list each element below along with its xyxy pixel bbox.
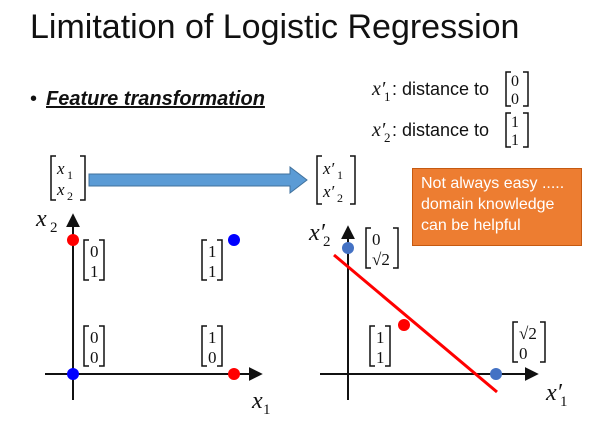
from-row1-sub: 1 — [67, 168, 73, 182]
callout-line-2: domain knowledge — [421, 196, 555, 213]
right-label-2-bracket-right — [540, 321, 546, 363]
left-point-2 — [228, 368, 240, 380]
right-label-0-bottom: √2 — [372, 250, 390, 269]
right-point-0 — [342, 242, 354, 254]
to-row2-symbol: x′ — [322, 182, 335, 201]
left-label-3-bracket-left — [201, 239, 207, 281]
left-label-1-top: 0 — [90, 242, 99, 261]
bullet-dot: • — [30, 88, 38, 110]
left-label-0-top: 0 — [90, 328, 99, 347]
slide-title: Limitation of Logistic Regression — [30, 8, 520, 46]
right-label-0-top: 0 — [372, 230, 381, 249]
callout-line-3: can be helpful — [421, 217, 521, 234]
left-label-2-bracket-left — [201, 325, 207, 367]
right-label-0-bracket-right — [393, 227, 399, 269]
def1-vec-bottom: 0 — [511, 91, 519, 108]
left-label-2-bottom: 0 — [208, 348, 217, 367]
left-label-0-bracket-right — [99, 325, 105, 367]
def1-vec-top: 0 — [511, 73, 519, 90]
from-bracket-left — [50, 155, 56, 201]
to-row1-symbol: x′ — [322, 159, 335, 178]
def2-text: : distance to — [392, 120, 489, 140]
left-label-3-bracket-right — [217, 239, 223, 281]
right-label-2-bracket-left — [512, 321, 518, 363]
right-ylabel-symbol: x′ — [308, 220, 326, 246]
right-label-2-bottom: 0 — [519, 344, 528, 363]
to-bracket-right — [350, 155, 356, 205]
left-label-1-bracket-right — [99, 239, 105, 281]
def1-bracket-right — [523, 71, 529, 107]
right-label-0-bracket-left — [365, 227, 371, 269]
from-row2-sub: 2 — [67, 189, 73, 203]
left-point-1 — [67, 234, 79, 246]
vector-from: x 1 x 2 — [50, 155, 86, 203]
definition-x2: x′ 2 : distance to 1 1 — [371, 112, 529, 149]
decision-boundary-line — [333, 253, 498, 394]
left-point-label-0: 00 — [83, 325, 105, 367]
left-ylabel-sub: 2 — [50, 220, 58, 236]
left-point-label-2: 10 — [201, 325, 223, 367]
callout-line-1: Not always easy ..... — [421, 175, 565, 192]
left-label-0-bottom: 0 — [90, 348, 99, 367]
right-xlabel-sub: 1 — [560, 394, 568, 410]
left-point-label-1: 01 — [83, 239, 105, 281]
def1-bracket-left — [505, 71, 511, 107]
left-label-2-bracket-right — [217, 325, 223, 367]
def2-bracket-left — [505, 112, 511, 148]
right-label-1-top: 1 — [376, 328, 385, 347]
right-label-1-bottom: 1 — [376, 348, 385, 367]
right-point-2 — [490, 368, 502, 380]
bullet-feature-transformation: • Feature transformation — [30, 88, 265, 111]
right-label-1-bracket-right — [385, 325, 391, 367]
vector-to: x′ 1 x′ 2 — [316, 155, 356, 205]
def2-vec-top: 1 — [511, 114, 519, 131]
from-row2-symbol: x — [56, 180, 65, 199]
def1-subscript: 1 — [384, 89, 391, 104]
def2-bracket-right — [523, 112, 529, 148]
def2-symbol: x′ — [371, 119, 386, 141]
right-xlabel-symbol: x′ — [545, 380, 563, 406]
right-point-label-0: 0√2 — [365, 227, 399, 269]
left-label-3-top: 1 — [208, 242, 217, 261]
right-plot: x′ 2 x′ 1 0√211√20 — [308, 220, 568, 410]
bullet-text: Feature transformation — [46, 88, 265, 110]
left-ylabel-symbol: x — [35, 206, 47, 232]
def1-text: : distance to — [392, 79, 489, 99]
from-row1-symbol: x — [56, 159, 65, 178]
left-point-3 — [228, 234, 240, 246]
left-point-0 — [67, 368, 79, 380]
left-label-3-bottom: 1 — [208, 262, 217, 281]
left-xlabel-symbol: x — [251, 388, 263, 414]
to-bracket-left — [316, 155, 322, 205]
from-bracket-right — [80, 155, 86, 201]
def2-vec-bottom: 1 — [511, 132, 519, 149]
to-row2-sub: 2 — [337, 191, 343, 205]
to-row1-sub: 1 — [337, 168, 343, 182]
right-label-2-top: √2 — [519, 324, 537, 343]
right-point-label-2: √20 — [512, 321, 546, 363]
right-label-1-bracket-left — [369, 325, 375, 367]
def2-subscript: 2 — [384, 130, 391, 145]
left-label-1-bottom: 1 — [90, 262, 99, 281]
left-label-0-bracket-left — [83, 325, 89, 367]
right-ylabel-sub: 2 — [323, 234, 331, 250]
left-label-1-bracket-left — [83, 239, 89, 281]
right-point-1 — [398, 319, 410, 331]
left-point-label-3: 11 — [201, 239, 223, 281]
right-point-label-1: 11 — [369, 325, 391, 367]
def1-symbol: x′ — [371, 78, 386, 100]
left-xlabel-sub: 1 — [263, 402, 271, 418]
left-label-2-top: 1 — [208, 328, 217, 347]
transform-arrow — [88, 165, 308, 195]
callout-box: Not always easy ..... domain knowledge c… — [412, 168, 582, 246]
definition-x1: x′ 1 : distance to 0 0 — [371, 71, 529, 108]
